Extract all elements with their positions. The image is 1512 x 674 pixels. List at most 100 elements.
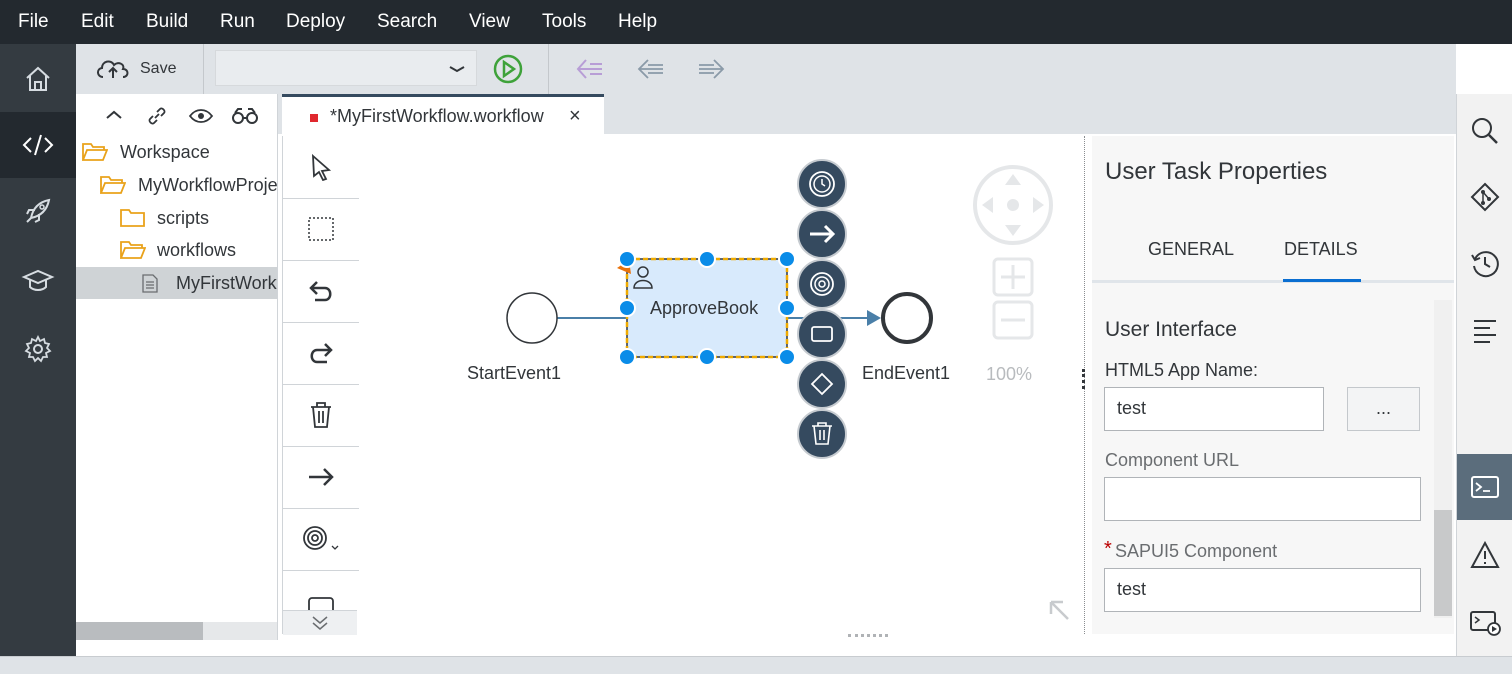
workflow-canvas[interactable]: StartEvent1 ApproveBook EndEvent1 100% — [359, 136, 1084, 634]
section-title: User Interface — [1105, 318, 1237, 341]
task-rect-icon[interactable] — [797, 309, 847, 359]
fit-view-icon[interactable] — [1049, 600, 1069, 620]
properties-scrollbar[interactable] — [1434, 300, 1452, 618]
forward-button[interactable] — [696, 56, 726, 87]
redo-tool[interactable] — [283, 322, 359, 385]
run-config-select[interactable] — [215, 50, 477, 86]
code-icon — [22, 134, 54, 156]
component-url-input[interactable] — [1104, 477, 1421, 521]
deploy-button[interactable] — [0, 178, 76, 244]
menu-search[interactable]: Search — [377, 11, 438, 32]
link-icon[interactable] — [146, 105, 168, 127]
collapse-icon[interactable] — [104, 108, 124, 122]
select-tool[interactable] — [283, 136, 359, 199]
task-tool[interactable] — [283, 570, 359, 610]
sequence-flow-tool[interactable] — [283, 446, 359, 509]
browse-button[interactable]: ... — [1347, 387, 1420, 431]
timer-event-icon[interactable] — [797, 159, 847, 209]
html5-app-name-input[interactable]: test — [1104, 387, 1324, 431]
user-task-icon — [633, 266, 653, 289]
delete-icon — [311, 402, 331, 428]
splitter-grip[interactable] — [1082, 369, 1089, 389]
tab-details[interactable]: DETAILS — [1284, 239, 1358, 259]
eye-icon[interactable] — [188, 107, 214, 125]
diagram-svg — [506, 159, 1069, 620]
problems-pane-button[interactable] — [1457, 522, 1512, 588]
tab-general[interactable]: GENERAL — [1148, 239, 1235, 259]
undo-tool[interactable] — [283, 260, 359, 323]
history-pane-button[interactable] — [1457, 231, 1512, 297]
end-event[interactable] — [881, 292, 933, 344]
step-back-button[interactable] — [574, 56, 604, 87]
sequence-flow-icon — [309, 468, 334, 486]
tree-item-workflow-file[interactable]: MyFirstWorkflow.workflow — [76, 267, 277, 299]
sapui5-component-input[interactable]: test — [1104, 568, 1421, 612]
menu-edit[interactable]: Edit — [81, 11, 114, 32]
menu-file[interactable]: File — [18, 11, 49, 32]
tree-horizontal-scrollbar[interactable] — [76, 622, 277, 640]
delete-tool[interactable] — [283, 384, 359, 447]
left-activity-bar — [0, 44, 76, 656]
palette-expand-button[interactable] — [283, 610, 357, 635]
folder-open-icon — [120, 241, 146, 259]
run-button[interactable] — [492, 53, 524, 90]
binoculars-icon[interactable] — [231, 107, 259, 125]
scrollbar-thumb[interactable] — [76, 622, 203, 640]
tree-item-label: Workspace — [120, 142, 210, 162]
main-toolbar: Save — [76, 44, 1456, 94]
zoom-in-button[interactable] — [992, 257, 1034, 297]
start-event[interactable] — [506, 292, 558, 344]
console-pane-button[interactable] — [1457, 454, 1512, 520]
development-button[interactable] — [0, 112, 76, 178]
tree-item-project[interactable]: MyWorkflowProject — [76, 169, 277, 201]
menu-view[interactable]: View — [469, 11, 510, 32]
flow-arrowhead — [867, 310, 881, 326]
folder-open-icon — [82, 143, 108, 161]
marquee-icon — [308, 217, 334, 241]
pan-navigator-icon[interactable] — [973, 165, 1053, 245]
tab-myfirstworkflow[interactable]: *MyFirstWorkflow.workflow × — [282, 94, 604, 134]
event-tool[interactable] — [283, 508, 359, 571]
search-pane-button[interactable] — [1457, 98, 1512, 164]
git-pane-button[interactable] — [1457, 164, 1512, 230]
settings-button[interactable] — [0, 316, 76, 382]
menu-tools[interactable]: Tools — [542, 11, 587, 32]
menu-build[interactable]: Build — [146, 11, 189, 32]
settings-icon — [24, 334, 52, 363]
save-button[interactable]: Save — [94, 56, 176, 82]
scrollbar-thumb[interactable] — [1434, 510, 1452, 616]
end-event-label: EndEvent1 — [862, 363, 951, 383]
gateway-icon[interactable] — [797, 359, 847, 409]
menu-deploy[interactable]: Deploy — [286, 11, 346, 32]
menu-help[interactable]: Help — [618, 11, 658, 32]
outline-pane-button[interactable] — [1457, 298, 1512, 364]
tree-item-workspace[interactable]: Workspace — [76, 136, 277, 168]
learning-icon — [21, 269, 55, 291]
debug-pane-button[interactable] — [1457, 590, 1512, 656]
diagram-palette — [282, 136, 360, 635]
tree-item-label: scripts — [157, 208, 210, 228]
selection-handles[interactable] — [618, 250, 796, 366]
tree-item-workflows[interactable]: workflows — [76, 234, 277, 266]
toolbar-divider — [203, 44, 204, 94]
back-button[interactable] — [636, 56, 666, 87]
history-icon — [1471, 251, 1499, 278]
trash-icon[interactable] — [797, 409, 847, 459]
zoom-level: 100% — [986, 364, 1033, 384]
intermediate-event-icon[interactable] — [797, 259, 847, 309]
save-cloud-icon — [97, 60, 129, 78]
marquee-tool[interactable] — [283, 198, 359, 261]
home-button[interactable] — [0, 46, 76, 112]
save-label: Save — [140, 60, 177, 77]
expand-icon — [312, 616, 328, 630]
folder-icon — [120, 209, 145, 227]
start-event-label: StartEvent1 — [467, 363, 562, 383]
tab-close-button[interactable]: × — [569, 105, 581, 127]
menu-run[interactable]: Run — [220, 11, 255, 32]
tree-item-scripts[interactable]: scripts — [76, 202, 277, 234]
console-icon — [1471, 476, 1499, 498]
zoom-out-button[interactable] — [992, 300, 1034, 340]
learning-button[interactable] — [0, 248, 76, 314]
bottom-splitter-grip[interactable] — [848, 634, 888, 643]
sequence-arrow-icon[interactable] — [797, 209, 847, 259]
